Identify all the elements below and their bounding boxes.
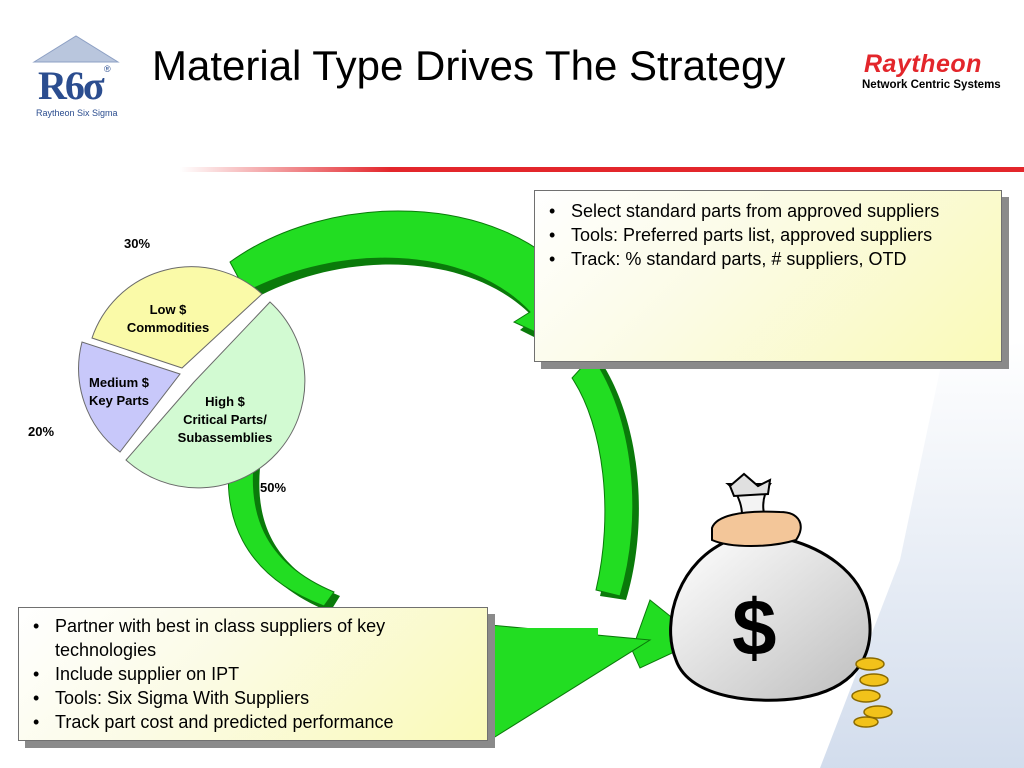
pie-label-low-line2: Commodities [126,320,210,335]
pie-label-medium-line2: Key Parts [89,393,149,408]
strategy-box-high: Partner with best in class suppliers of … [18,607,488,741]
slide-title: Material Type Drives The Strategy [152,42,786,89]
strategy-bullet: Track: % standard parts, # suppliers, OT… [549,247,1001,271]
strategy-bullet: Select standard parts from approved supp… [549,199,1001,223]
bag-top-tuft [728,472,772,498]
pie-label-medium: Medium $ Key Parts [76,374,162,410]
pie-label-high-line3: Subassemblies [177,430,273,445]
bottom-arrow-band [488,628,598,650]
circular-arrow-right [571,355,634,597]
strategy-list-low: Select standard parts from approved supp… [535,199,1001,271]
background-texture [820,340,1024,768]
logo-mark: R6σ [38,63,105,108]
logo-roof [32,35,120,63]
logo-registered-mark: ® [104,64,111,74]
strategy-bullet: Partner with best in class suppliers of … [33,614,487,662]
pie-label-low: Low $ Commodities [108,301,228,337]
strategy-bullet: Include supplier on IPT [33,662,487,686]
logo-caption: Raytheon Six Sigma [36,108,118,118]
pie-label-high-line2: Critical Parts/ [183,412,267,427]
pie-slice-high [125,301,306,489]
pie-percent-high: 50% [260,480,287,495]
pie-slice-medium [78,341,181,453]
pie-percent-low: 30% [124,236,151,251]
strategy-list-high: Partner with best in class suppliers of … [19,614,487,734]
dollar-symbol: $ [732,583,777,672]
pie-label-high: High $ Critical Parts/ Subassemblies [160,393,290,447]
strategy-bullet: Track part cost and predicted performanc… [33,710,487,734]
pie-slice-low [91,266,263,369]
strategy-bullet: Tools: Preferred parts list, approved su… [549,223,1001,247]
strategy-bullet: Tools: Six Sigma With Suppliers [33,686,487,710]
bag-hand [711,510,802,547]
brand-subtitle: Network Centric Systems [862,79,1001,91]
coins [851,657,893,728]
header-rule [180,167,1024,172]
bag-body [669,538,872,702]
pie-label-low-line1: Low $ [149,302,187,317]
brand-name: Raytheon [864,50,982,78]
pie-label-high-line1: High $ [205,394,245,409]
money-bag-icon [669,472,893,728]
pie-percent-medium: 20% [28,424,55,439]
pie-chart [78,266,306,489]
pie-label-medium-line1: Medium $ [89,375,149,390]
strategy-box-low: Select standard parts from approved supp… [534,190,1002,362]
